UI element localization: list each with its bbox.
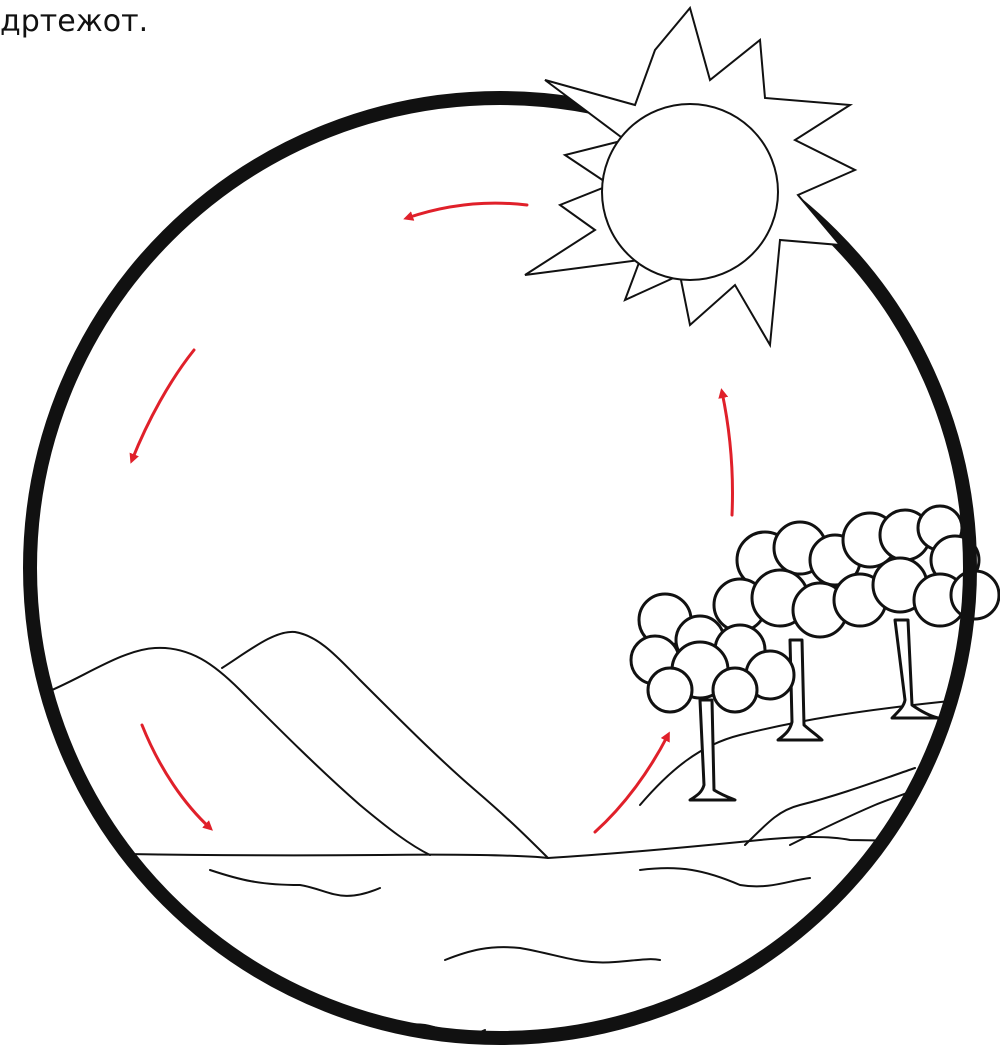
arrow-sun-to-sky: [407, 203, 527, 218]
arrow-sky-descending: [132, 350, 194, 460]
trees: [631, 506, 999, 800]
wave-3: [445, 947, 660, 962]
wave-2: [640, 868, 810, 886]
sun-disc: [602, 104, 778, 280]
wave-1: [210, 870, 380, 896]
arrow-water-to-trees: [595, 735, 668, 832]
sun-icon: [525, 8, 855, 345]
cycle-arrows: [132, 203, 733, 832]
arrow-trees-to-sun: [722, 392, 733, 515]
tree-trunk-1: [690, 700, 735, 800]
arrow-mountain-to-water: [142, 725, 210, 828]
shoreline: [40, 837, 990, 858]
